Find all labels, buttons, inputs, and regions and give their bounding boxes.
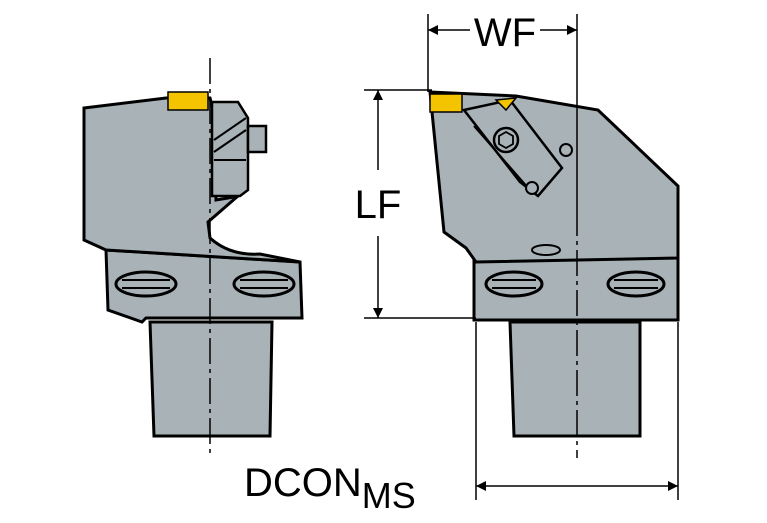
front-view-insert (429, 93, 463, 113)
dimension-dcon-main: DCON (244, 461, 362, 505)
dimension-lf-label: LF (355, 183, 402, 227)
dimension-dcon-subscript: MS (362, 475, 416, 516)
side-view-insert (167, 91, 209, 111)
front-view-screw-left (484, 270, 544, 298)
front-view-shank (508, 320, 642, 438)
dimension-dcon: DCONMS (244, 322, 679, 516)
side-view-clamp-screw (210, 100, 250, 198)
side-view-holder (82, 58, 304, 458)
dimension-wf-label: WF (474, 11, 536, 55)
front-view-coolant-hole (531, 244, 561, 256)
side-view-shank (148, 320, 274, 438)
side-view-screw-right (232, 270, 296, 298)
side-view-screw-left (114, 270, 178, 298)
dimension-dcon-label: DCONMS (244, 461, 416, 516)
front-view-holder (428, 90, 680, 458)
front-view-screw-right (606, 270, 666, 298)
side-view-head (82, 96, 301, 264)
dimension-wf: WF (427, 11, 578, 210)
dimension-lf: LF (355, 89, 476, 319)
